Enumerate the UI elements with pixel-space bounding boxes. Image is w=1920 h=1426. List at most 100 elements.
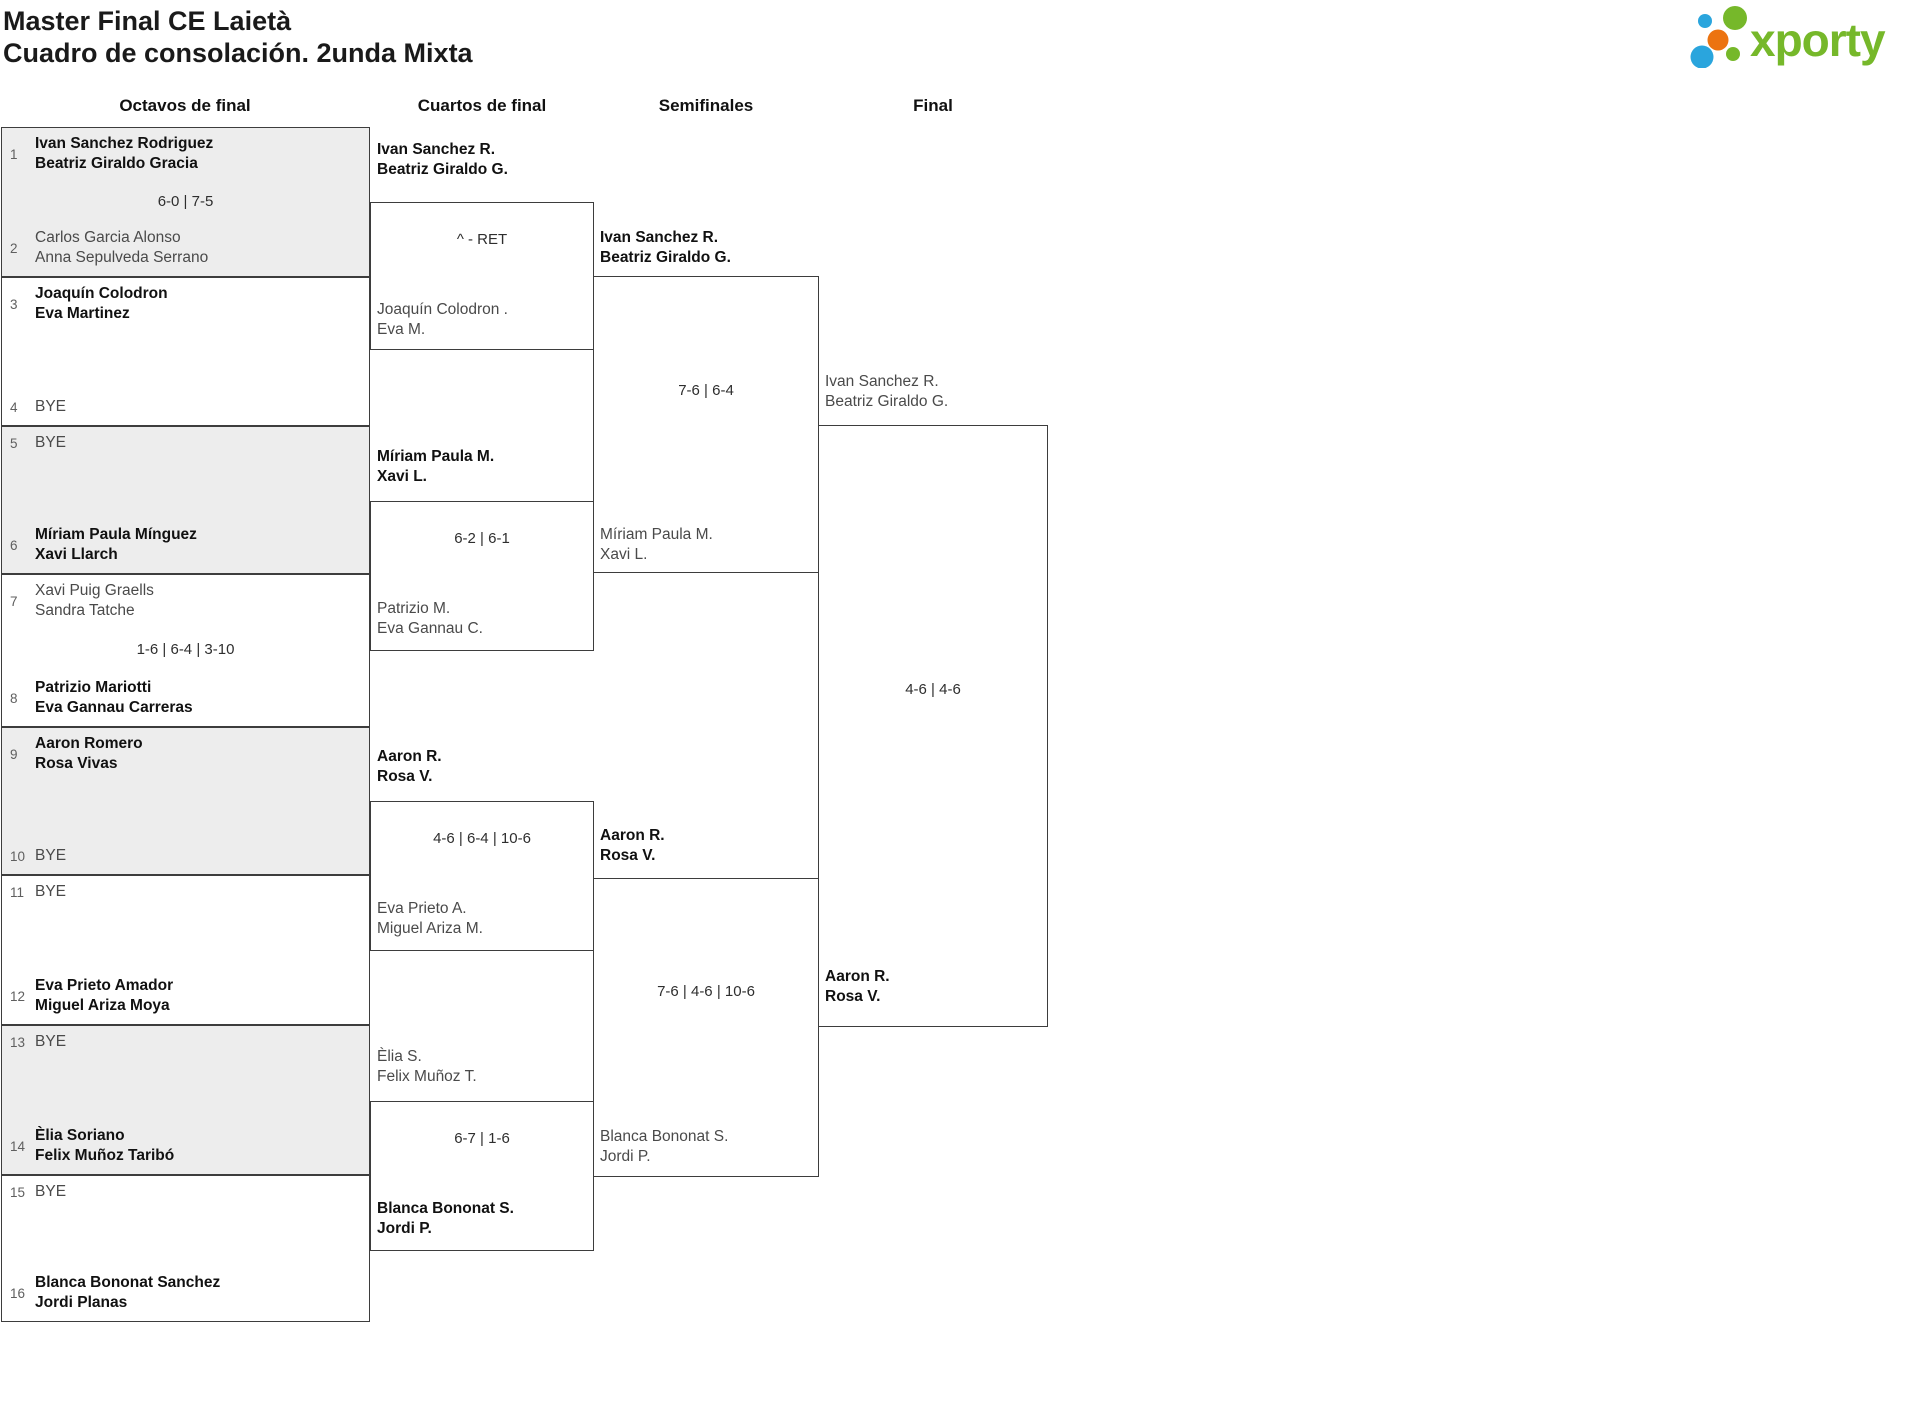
xporty-logo[interactable]: xporty	[1686, 2, 1914, 68]
player-name: Míriam Paula Mínguez	[35, 526, 197, 543]
cuartos-match-1-team-b: Joaquín Colodron . Eva M.	[377, 300, 592, 340]
player-name: Rosa V.	[377, 768, 433, 785]
page-title: Master Final CE Laietà Cuadro de consola…	[3, 5, 473, 69]
player-name: Eva Martinez	[35, 305, 130, 322]
team-slot: 10 BYE	[2, 846, 369, 866]
cuartos-match-3-score: 4-6 | 6-4 | 10-6	[433, 830, 531, 847]
player-name: Jordi P.	[600, 1148, 651, 1165]
cuartos-match-2-box	[370, 501, 594, 651]
team-names: BYE	[35, 433, 66, 453]
cuartos-match-3-team-b: Eva Prieto A. Miguel Ariza M.	[377, 899, 592, 939]
player-name: Beatriz Giraldo G.	[377, 161, 508, 178]
seed-number: 15	[10, 1184, 26, 1200]
tournament-title: Master Final CE Laietà	[3, 6, 292, 36]
semifinal-2-team-a: Aaron R. Rosa V.	[600, 826, 815, 866]
team-slot: 15 BYE	[2, 1182, 369, 1202]
cuartos-match-4-team-b: Blanca Bononat S. Jordi P.	[377, 1199, 592, 1239]
player-name: Jordi Planas	[35, 1294, 128, 1311]
team-slot: 1 Ivan Sanchez Rodriguez Beatriz Giraldo…	[2, 134, 369, 174]
seed-number: 10	[10, 848, 26, 864]
logo-dot-small-green	[1726, 47, 1740, 61]
player-name: Patrizio Mariotti	[35, 679, 152, 696]
octavos-match-4-box: 7 Xavi Puig Graells Sandra Tatche 1-6 | …	[1, 574, 370, 727]
player-name: Xavi Llarch	[35, 546, 118, 563]
seed-number: 14	[10, 1138, 26, 1154]
team-names: Aaron Romero Rosa Vivas	[35, 734, 143, 774]
player-name: Beatriz Giraldo G.	[825, 393, 949, 410]
cuartos-match-1-score: ^ - RET	[456, 231, 508, 248]
player-name: Blanca Bononat S.	[600, 1128, 729, 1145]
octavos-match-1-box: 1 Ivan Sanchez Rodriguez Beatriz Giraldo…	[1, 127, 370, 277]
player-name: Xavi L.	[600, 546, 648, 563]
player-name: Ivan Sanchez R.	[825, 373, 939, 390]
team-names: BYE	[35, 1182, 66, 1202]
team-names: Xavi Puig Graells Sandra Tatche	[35, 581, 154, 621]
final-team-b: Aaron R. Rosa V.	[825, 967, 1040, 1007]
team-slot: 13 BYE	[2, 1032, 369, 1052]
team-slot: 9 Aaron Romero Rosa Vivas	[2, 734, 369, 774]
match-score: 1-6 | 6-4 | 3-10	[136, 641, 235, 658]
semifinal-1-team-a: Ivan Sanchez R. Beatriz Giraldo G.	[600, 228, 815, 268]
player-name: Xavi L.	[377, 468, 427, 485]
player-name: Joaquín Colodron .	[377, 301, 508, 318]
team-slot: 3 Joaquín Colodron Eva Martinez	[2, 284, 369, 324]
octavos-match-6-box: 11 BYE 12 Eva Prieto Amador Miguel Ariza…	[1, 875, 370, 1025]
seed-number: 2	[10, 240, 18, 256]
player-name: Miguel Ariza M.	[377, 920, 483, 937]
team-slot: 12 Eva Prieto Amador Miguel Ariza Moya	[2, 976, 369, 1016]
logo-dot-orange	[1707, 29, 1729, 51]
cuartos-match-3-box	[370, 801, 594, 951]
player-name: Aaron R.	[825, 968, 890, 985]
team-names: Ivan Sanchez Rodriguez Beatriz Giraldo G…	[35, 134, 213, 174]
match-score: 6-0 | 7-5	[157, 192, 214, 210]
seed-number: 13	[10, 1034, 26, 1050]
semifinal-1-box	[593, 276, 819, 573]
cuartos-match-2-team-b: Patrizio M. Eva Gannau C.	[377, 599, 592, 639]
player-name: Xavi Puig Graells	[35, 582, 154, 599]
player-name: Felix Muñoz T.	[377, 1068, 477, 1085]
player-name: Èlia Soriano	[35, 1127, 125, 1144]
seed-number: 4	[10, 399, 18, 415]
seed-number: 16	[10, 1285, 26, 1301]
seed-number: 8	[10, 690, 18, 706]
final-score: 4-6 | 4-6	[905, 681, 961, 698]
team-slot: 4 BYE	[2, 397, 369, 417]
team-names: Èlia Soriano Felix Muñoz Taribó	[35, 1126, 174, 1166]
player-name: BYE	[35, 1033, 67, 1050]
octavos-match-5-box: 9 Aaron Romero Rosa Vivas 10 BYE	[1, 727, 370, 875]
seed-number: 5	[10, 435, 18, 451]
player-name: Patrizio M.	[377, 600, 451, 617]
seed-number: 7	[10, 593, 18, 609]
team-slot: 7 Xavi Puig Graells Sandra Tatche	[2, 581, 369, 621]
player-name: Aaron R.	[377, 748, 442, 765]
octavos-match-7-box: 13 BYE 14 Èlia Soriano Felix Muñoz Tarib…	[1, 1025, 370, 1175]
semifinal-2-box	[593, 878, 819, 1177]
player-name: Ivan Sanchez Rodriguez	[35, 135, 214, 152]
player-name: Eva M.	[377, 321, 426, 338]
round-header-octavos: Octavos de final	[119, 96, 251, 115]
player-name: BYE	[35, 434, 67, 451]
final-box	[818, 425, 1048, 1027]
team-slot: 8 Patrizio Mariotti Eva Gannau Carreras	[2, 678, 369, 718]
team-names: BYE	[35, 1032, 66, 1052]
team-slot: 14 Èlia Soriano Felix Muñoz Taribó	[2, 1126, 369, 1166]
cuartos-match-2-team-a: Míriam Paula M. Xavi L.	[377, 447, 592, 487]
octavos-match-3-box: 5 BYE 6 Míriam Paula Mínguez Xavi Llarch	[1, 426, 370, 574]
seed-number: 11	[10, 884, 25, 900]
round-header-final: Final	[913, 96, 953, 115]
semifinal-1-team-b: Míriam Paula M. Xavi L.	[600, 525, 815, 565]
logo-dot-small-blue	[1698, 14, 1712, 28]
player-name: Ivan Sanchez R.	[600, 229, 719, 246]
team-slot: 11 BYE	[2, 882, 369, 902]
player-name: Felix Muñoz Taribó	[35, 1147, 175, 1164]
cuartos-match-4-team-a: Èlia S. Felix Muñoz T.	[377, 1047, 592, 1087]
player-name: Jordi P.	[377, 1220, 432, 1237]
team-names: Blanca Bononat Sanchez Jordi Planas	[35, 1273, 220, 1313]
player-name: Míriam Paula M.	[600, 526, 713, 543]
player-name: Aaron R.	[600, 827, 665, 844]
seed-number: 6	[10, 537, 18, 553]
player-name: Míriam Paula M.	[377, 448, 495, 465]
semifinal-2-team-b: Blanca Bononat S. Jordi P.	[600, 1127, 815, 1167]
player-name: Rosa V.	[825, 988, 881, 1005]
